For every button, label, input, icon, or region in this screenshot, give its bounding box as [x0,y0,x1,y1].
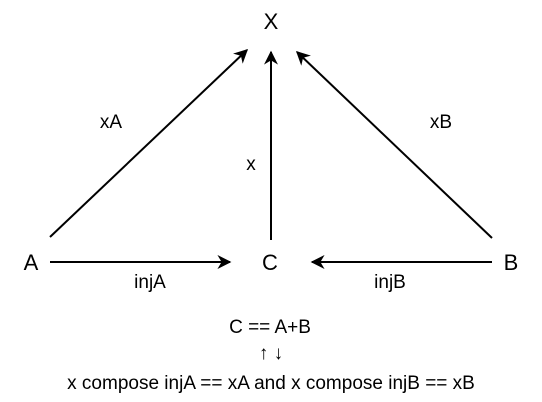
edge-label-xa: xA [100,112,123,133]
node-b: B [504,250,519,275]
caption-arrows: ↑ ↓ [259,343,283,364]
node-c: C [262,250,278,275]
arrow-a-to-x [49,49,249,238]
node-x: X [264,9,279,34]
edge-label-inja: injA [134,272,166,293]
node-a: A [24,250,39,275]
edge-label-xb: xB [430,112,452,133]
caption-equation: C == A+B [229,317,311,338]
edge-label-x: x [246,154,256,175]
caption-condition: x compose injA == xA and x compose injB … [67,373,475,394]
edge-label-injb: injB [374,272,406,293]
arrow-b-to-x [295,51,493,239]
